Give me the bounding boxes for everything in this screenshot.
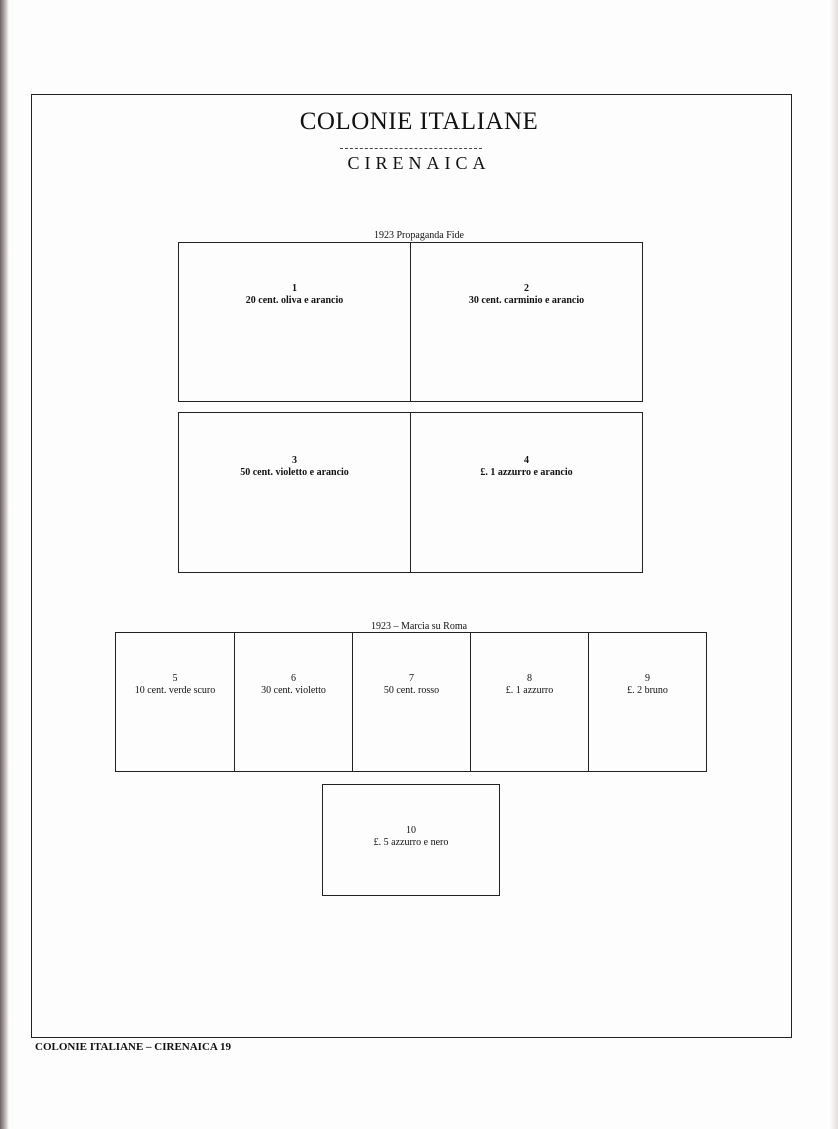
stamp-number: 7: [409, 673, 414, 684]
set-caption-marcia-su-roma: 1923 – Marcia su Roma: [370, 621, 468, 632]
page-subtitle: CIRENAICA: [347, 153, 491, 173]
stamp-box-10: 10£. 5 azzurro e nero: [322, 784, 500, 896]
stamp-number: 10: [406, 825, 416, 836]
scan-edge-shadow-right: [830, 0, 838, 1129]
page-footer: COLONIE ITALIANE – CIRENAICA 19: [35, 1041, 231, 1053]
stamp-description: 30 cent. carminio e arancio: [468, 295, 585, 306]
stamp-description: £. 5 azzurro e nero: [373, 837, 449, 848]
title-divider: [340, 148, 482, 149]
stamp-description: 50 cent. violetto e arancio: [240, 467, 349, 478]
stamp-box-4: 4£. 1 azzurro e arancio: [410, 412, 643, 573]
stamp-number: 5: [172, 673, 178, 684]
stamp-number: 1: [292, 283, 297, 294]
stamp-number: 8: [527, 673, 532, 684]
stamp-description: 20 cent. oliva e arancio: [245, 295, 344, 306]
stamp-description: 30 cent. violetto: [261, 685, 326, 696]
stamp-description: £. 1 azzurro e arancio: [480, 467, 573, 478]
stamp-box-9: 9£. 2 bruno: [588, 632, 707, 772]
stamp-number: 6: [291, 673, 296, 684]
set-caption-propaganda-fide: 1923 Propaganda Fide: [374, 230, 464, 241]
page-title: COLONIE ITALIANE: [299, 108, 539, 135]
stamp-number: 9: [645, 673, 650, 684]
scan-edge-shadow: [0, 0, 9, 1129]
page-frame: [31, 94, 792, 1038]
stamp-description: £. 2 bruno: [627, 685, 668, 696]
stamp-box-8: 8£. 1 azzurro: [470, 632, 589, 772]
stamp-description: £. 1 azzurro: [505, 685, 554, 696]
stamp-number: 2: [524, 283, 529, 294]
stamp-number: 3: [292, 455, 297, 466]
stamp-description: 10 cent. verde scuro: [134, 685, 216, 696]
stamp-number: 4: [524, 455, 529, 466]
stamp-description: 50 cent. rosso: [383, 685, 440, 696]
